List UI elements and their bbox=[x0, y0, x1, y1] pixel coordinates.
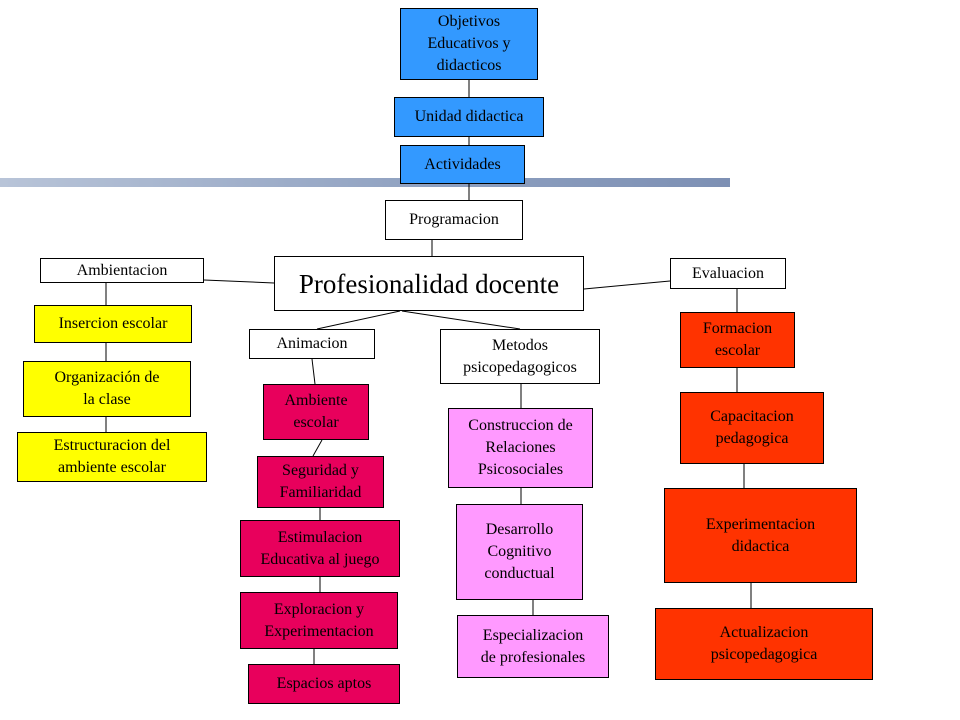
actualizacion-psicopedagogica-node: Actualizacion psicopedagogica bbox=[655, 608, 873, 680]
capacitacion-pedagogica-node: Capacitacion pedagogica bbox=[680, 392, 824, 464]
desarrollo-cognitivo-node: Desarrollo Cognitivo conductual bbox=[456, 504, 583, 600]
connector bbox=[311, 358, 316, 385]
construccion-relaciones-node: Construccion de Relaciones Psicosociales bbox=[448, 408, 593, 488]
connector bbox=[401, 310, 521, 330]
experimentacion-didactica-node: Experimentacion didactica bbox=[664, 488, 857, 583]
ambiente-escolar-node: Ambiente escolar bbox=[263, 384, 369, 440]
especializacion-profesionales-node: Especializacion de profesionales bbox=[457, 615, 609, 678]
organizacion-clase-node: Organización de la clase bbox=[23, 361, 191, 417]
evaluacion-node: Evaluacion bbox=[670, 258, 786, 289]
connector bbox=[312, 439, 323, 457]
connector bbox=[203, 279, 275, 284]
estructuracion-ambiente-node: Estructuracion del ambiente escolar bbox=[17, 432, 207, 482]
objetivos-node: Objetivos Educativos y didacticos bbox=[400, 8, 538, 80]
seguridad-familiaridad-node: Seguridad y Familiaridad bbox=[257, 456, 384, 508]
connector bbox=[583, 280, 671, 290]
unidad-didactica-node: Unidad didactica bbox=[394, 97, 544, 137]
decorative-accent-bar bbox=[0, 178, 730, 187]
animacion-node: Animacion bbox=[249, 329, 375, 359]
profesionalidad-docente-node: Profesionalidad docente bbox=[274, 256, 584, 311]
programacion-node: Programacion bbox=[385, 200, 523, 240]
actividades-node: Actividades bbox=[400, 145, 525, 184]
exploracion-experimentacion-node: Exploracion y Experimentacion bbox=[240, 592, 398, 649]
estimulacion-educativa-node: Estimulacion Educativa al juego bbox=[240, 520, 400, 577]
ambientacion-node: Ambientacion bbox=[40, 258, 204, 283]
insercion-escolar-node: Insercion escolar bbox=[34, 305, 192, 343]
espacios-aptos-node: Espacios aptos bbox=[248, 664, 400, 704]
metodos-psicopedagogicos-node: Metodos psicopedagogicos bbox=[440, 329, 600, 384]
formacion-escolar-node: Formacion escolar bbox=[680, 312, 795, 368]
connector bbox=[316, 310, 401, 330]
